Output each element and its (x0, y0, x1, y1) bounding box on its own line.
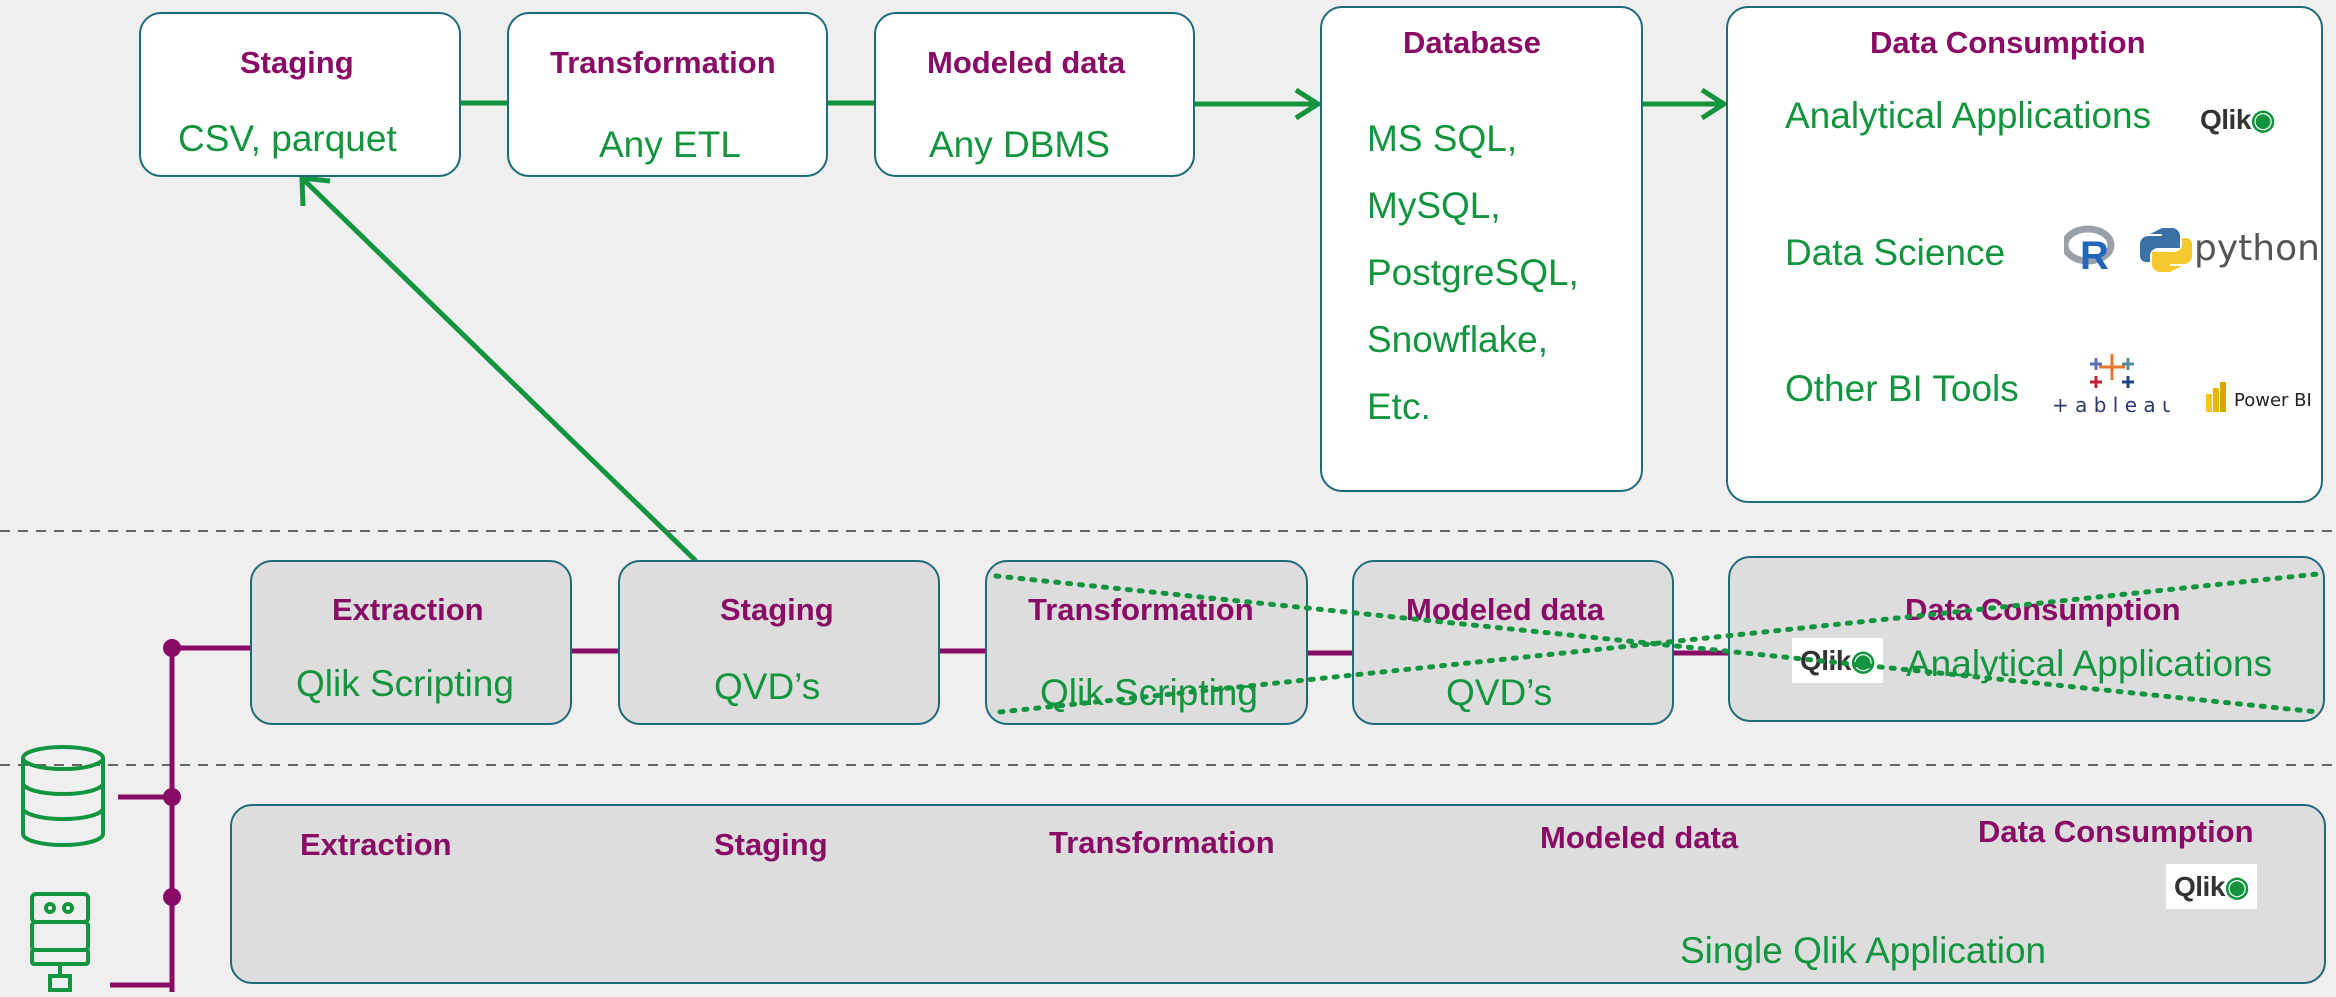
data-consumption-box-row1 (1726, 6, 2323, 503)
consumption-item: Analytical Applications (1785, 95, 2152, 136)
stage-label-staging: Staging (714, 827, 828, 862)
staging-text: QVD’s (714, 666, 821, 707)
database-item: PostgreSQL, (1367, 252, 1579, 293)
qlik-logo: Qlik◉ (2200, 104, 2275, 135)
modeled-text: Any DBMS (929, 124, 1110, 165)
single-app-text: Single Qlik Application (1680, 930, 2047, 971)
consumption-text: Analytical Applications (1906, 643, 2273, 684)
transformation-text: Any ETL (599, 124, 741, 165)
transformation-title: Transformation (550, 45, 776, 80)
modeled-text: QVD’s (1446, 672, 1553, 713)
python-logo: python (2140, 224, 2320, 276)
transformation-text: Qlik Scripting (1040, 672, 1258, 713)
staging-box-row1 (139, 12, 461, 177)
consumption-item: Data Science (1785, 232, 2006, 273)
tableau-logo: + a b l e a u (2050, 350, 2175, 417)
transformation-title: Transformation (1028, 592, 1254, 627)
server-icon (26, 890, 106, 992)
stage-label-modeled: Modeled data (1540, 820, 1739, 855)
svg-text:Power BI: Power BI (2234, 390, 2312, 411)
stage-label-consumption: Data Consumption (1978, 814, 2254, 849)
staging-title: Staging (720, 592, 834, 627)
r-logo: R (2061, 225, 2116, 278)
arrowhead (299, 175, 331, 207)
extraction-text: Qlik Scripting (296, 663, 514, 704)
database-icon (20, 744, 110, 850)
transformation-box-row1 (507, 12, 828, 177)
svg-text:python: python (2194, 228, 2320, 269)
extraction-title: Extraction (332, 592, 484, 627)
single-qlik-app-box (230, 804, 2326, 984)
consumption-item: Other BI Tools (1785, 368, 2019, 409)
database-item: Snowflake, (1367, 319, 1548, 360)
consumption-title: Data Consumption (1905, 592, 2181, 627)
stage-label-transformation: Transformation (1049, 825, 1275, 860)
modeled-title: Modeled data (1406, 592, 1605, 627)
stage-label-extraction: Extraction (300, 827, 452, 862)
arrowhead (1700, 87, 1729, 121)
arrow-qvd-to-staging (302, 178, 698, 563)
database-item: Etc. (1367, 386, 1431, 427)
database-item: MS SQL, (1367, 118, 1518, 159)
svg-text:R: R (2080, 234, 2109, 271)
consumption-title: Data Consumption (1870, 25, 2146, 60)
staging-text: CSV, parquet (178, 118, 397, 159)
qlik-logo: Qlik◉ (1792, 638, 1883, 683)
staging-title: Staging (240, 45, 354, 80)
arrowhead (1294, 87, 1323, 121)
qlik-logo: Qlik◉ (2166, 864, 2257, 909)
extraction-box-row2 (250, 560, 572, 725)
database-box (1320, 6, 1643, 492)
modeled-title: Modeled data (927, 45, 1126, 80)
powerbi-logo: Power BI (2204, 380, 2324, 414)
staging-box-row2 (618, 560, 940, 725)
svg-text:+ a b l e a u: + a b l e a u (2052, 393, 2170, 416)
database-title: Database (1403, 25, 1541, 60)
modeled-box-row1 (874, 12, 1195, 177)
database-item: MySQL, (1367, 185, 1501, 226)
